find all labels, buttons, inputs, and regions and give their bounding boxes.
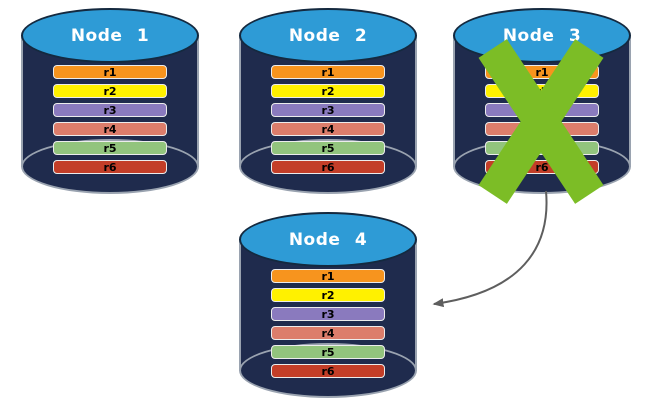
replica-row-r2: r2 <box>271 288 385 302</box>
node-1-label: Node 1 <box>70 25 150 46</box>
node-1-cylinder: Node 1 r1 r2 r3 r4 r5 r6 <box>21 8 199 194</box>
replica-row-label: r2 <box>321 288 335 302</box>
node-2-label: Node 2 <box>288 25 368 46</box>
failover-arrow-path <box>432 190 548 308</box>
node-3-cylinder-top: Node 3 <box>453 8 631 63</box>
replica-row-r1: r1 <box>271 65 385 79</box>
replica-row-label: r1 <box>103 65 117 79</box>
replica-row-r4: r4 <box>271 122 385 136</box>
replica-row-label: r1 <box>321 65 335 79</box>
replica-row-label: r2 <box>103 84 117 98</box>
replica-row-r3: r3 <box>271 103 385 117</box>
replica-row-label: r3 <box>321 103 335 117</box>
node-3-cylinder: Node 3 r1 r2 r3 r4 r5 r6 <box>453 8 631 204</box>
replica-row-r2: r2 <box>53 84 167 98</box>
node-3-label: Node 3 <box>502 25 582 46</box>
replica-row-r6: r6 <box>53 160 167 174</box>
node-4-cylinder: Node 4 r1 r2 r3 r4 r5 r6 <box>239 212 417 398</box>
replica-row-r4: r4 <box>53 122 167 136</box>
replica-row-label: r5 <box>321 345 335 359</box>
replica-row-r3: r3 <box>271 307 385 321</box>
replica-row-label: r6 <box>321 364 335 378</box>
replica-row-label: r5 <box>103 141 117 155</box>
replica-row-label: r3 <box>321 307 335 321</box>
replica-row-r5: r5 <box>271 345 385 359</box>
node-1-rows: r1 r2 r3 r4 r5 r6 <box>53 65 167 179</box>
replica-row-label: r3 <box>103 103 117 117</box>
replica-row-label: r6 <box>321 160 335 174</box>
replica-row-r6: r6 <box>271 160 385 174</box>
node-4-cylinder-top: Node 4 <box>239 212 417 267</box>
replica-row-label: r2 <box>321 84 335 98</box>
replica-row-label: r6 <box>535 160 549 174</box>
replica-row-label: r4 <box>321 122 335 136</box>
replica-row-r1: r1 <box>53 65 167 79</box>
node-2-cylinder-top: Node 2 <box>239 8 417 63</box>
replica-row-r1: r1 <box>271 269 385 283</box>
replica-row-r5: r5 <box>271 141 385 155</box>
failed-node-x-icon <box>478 39 604 204</box>
replica-row-label: r1 <box>535 65 549 79</box>
replica-row-r6: r6 <box>271 364 385 378</box>
node-4-rows: r1 r2 r3 r4 r5 r6 <box>271 269 385 383</box>
replica-row-label: r1 <box>321 269 335 283</box>
node-4-label: Node 4 <box>288 229 368 250</box>
replica-row-label: r4 <box>321 326 335 340</box>
replica-row-label: r6 <box>103 160 117 174</box>
node-2-rows: r1 r2 r3 r4 r5 r6 <box>271 65 385 179</box>
replica-row-label: r5 <box>321 141 335 155</box>
node-1-cylinder-top: Node 1 <box>21 8 199 63</box>
replica-row-r4: r4 <box>271 326 385 340</box>
replica-row-label: r4 <box>103 122 117 136</box>
replica-row-r5: r5 <box>53 141 167 155</box>
replica-row-r3: r3 <box>53 103 167 117</box>
node-2-cylinder: Node 2 r1 r2 r3 r4 r5 r6 <box>239 8 417 194</box>
replica-row-r2: r2 <box>271 84 385 98</box>
